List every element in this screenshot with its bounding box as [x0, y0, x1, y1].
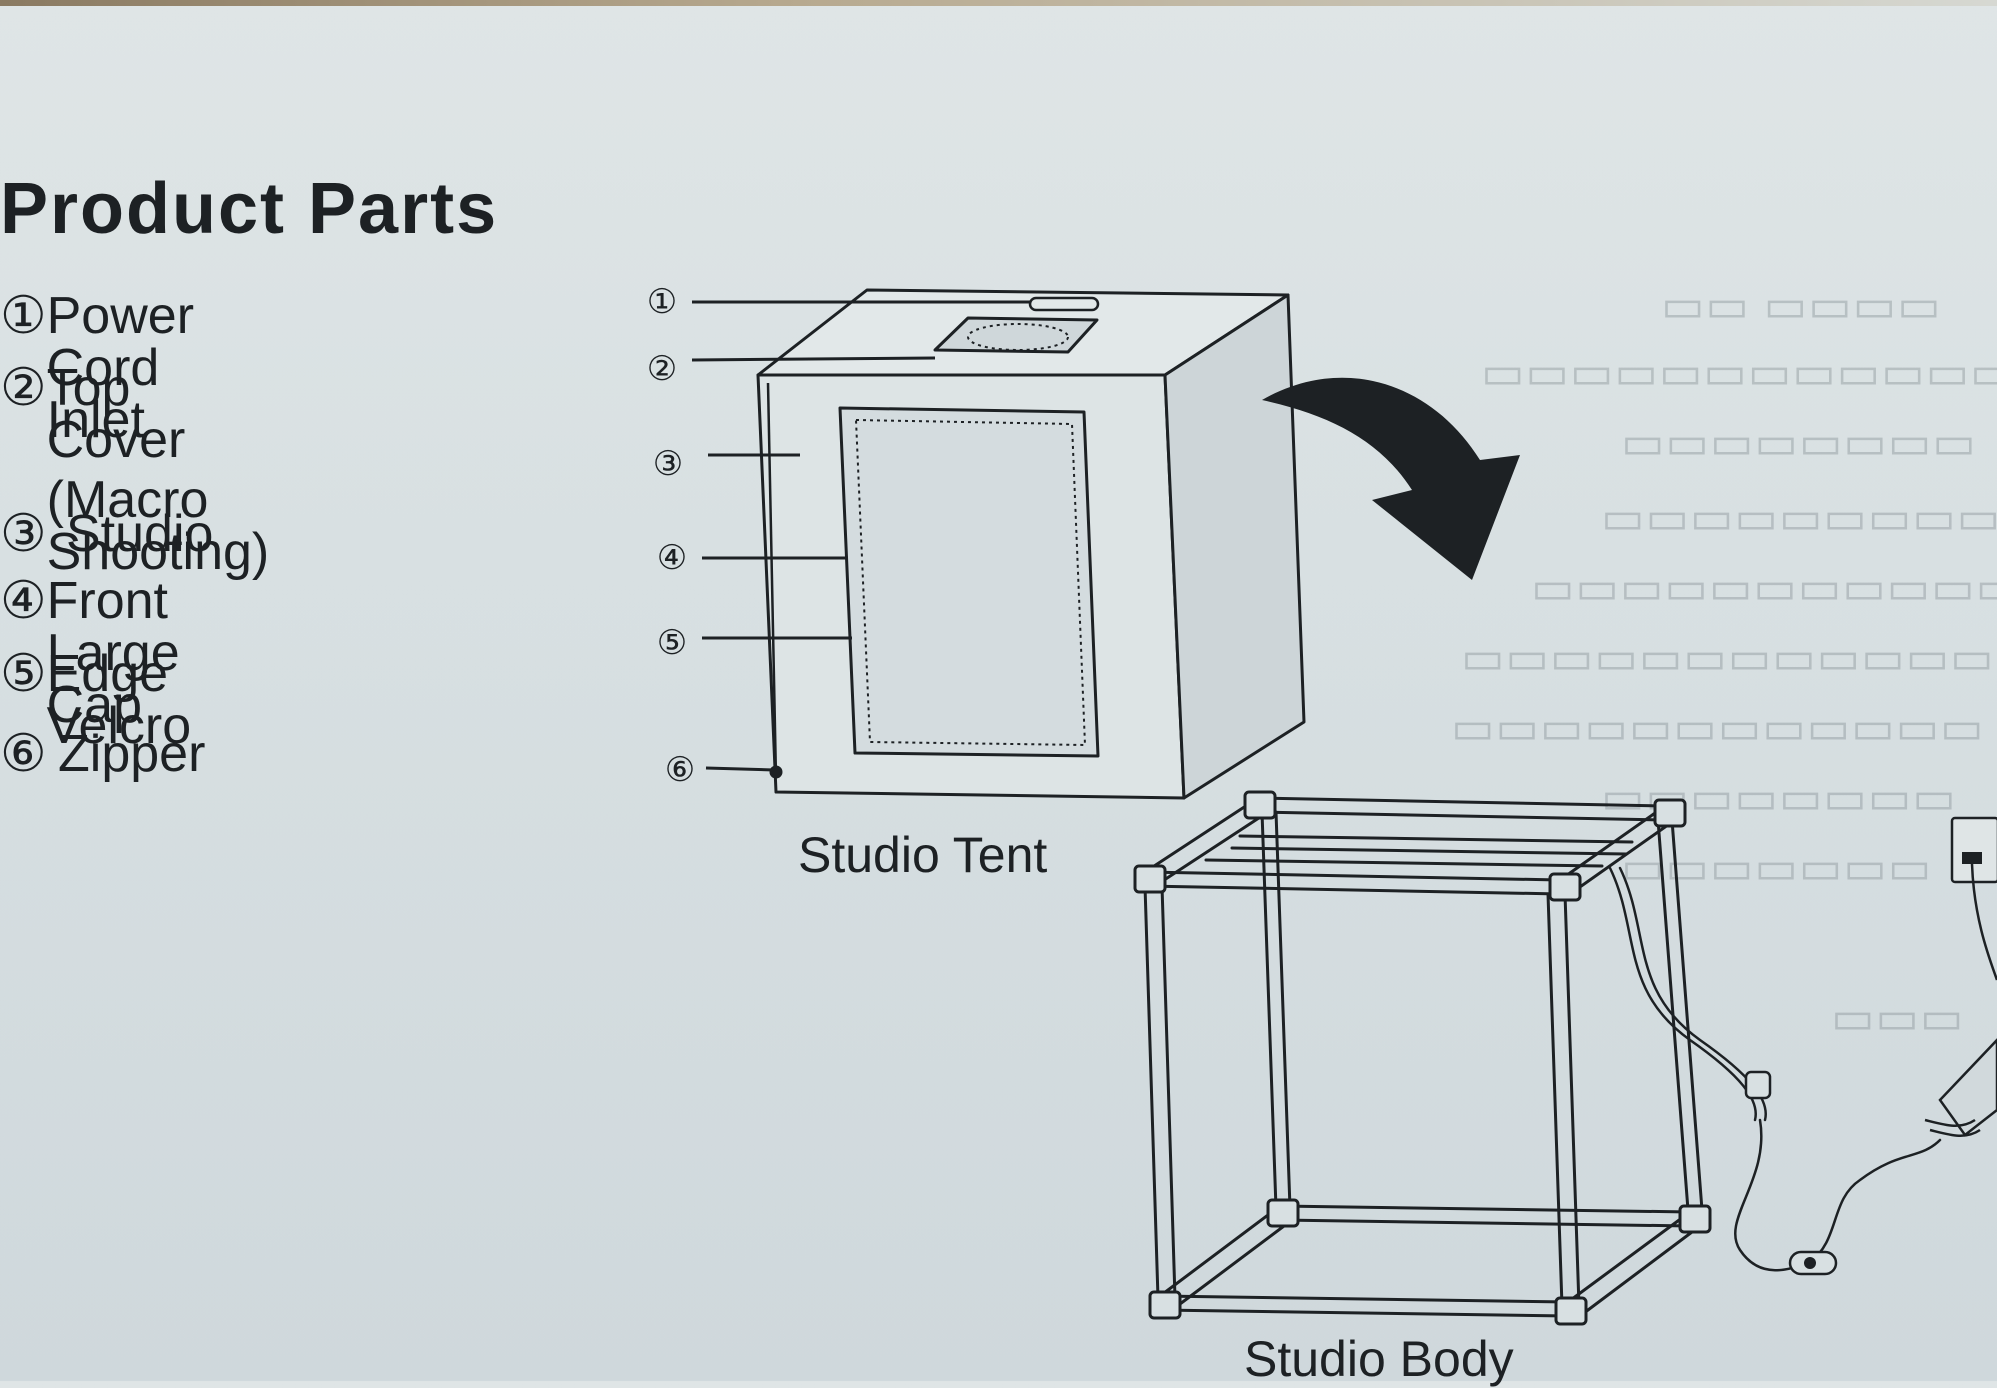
part-label-line2: (Macro Shooting) — [46, 471, 270, 581]
callout-markers: ① ② ③ ④ ⑤ ⑥ — [647, 282, 695, 790]
callout-4: ④ — [657, 538, 687, 578]
part-label: Top Cover (Macro Shooting) — [47, 362, 281, 578]
callout-2: ② — [647, 349, 677, 389]
part-number: ① — [0, 287, 47, 345]
callout-leaders — [691, 300, 1030, 772]
list-item: ② Top Cover (Macro Shooting) — [0, 362, 281, 578]
list-item: ④ Front Large Cap — [0, 575, 191, 731]
studio-tent-drawing — [756, 288, 1306, 800]
part-label: Front Large Cap — [46, 572, 180, 734]
part-number: ⑥ — [0, 725, 47, 783]
list-item: ⑤ Edge Velcro — [0, 648, 203, 752]
studio-body-drawing — [1133, 790, 1712, 1326]
part-number: ② — [0, 359, 47, 417]
list-item: ⑥ Zipper — [0, 728, 205, 780]
callout-5: ⑤ — [657, 623, 687, 663]
part-label: Edge Velcro — [46, 645, 192, 755]
part-label-line1: Top Cover — [46, 359, 186, 469]
part-number: ④ — [0, 572, 47, 630]
list-item: ③ Studio — [0, 508, 213, 560]
part-label: Studio — [66, 505, 214, 563]
studio-tent-caption: Studio Tent — [798, 827, 1048, 883]
part-label: Zipper — [58, 725, 206, 783]
part-label: Power Cord Inlet — [46, 287, 195, 449]
callout-3: ③ — [653, 444, 683, 484]
page-title: Product Parts — [0, 169, 499, 249]
power-cable — [1608, 866, 1942, 1272]
page-edge — [0, 0, 1997, 6]
dimmer-switch-icon — [1788, 1250, 1838, 1276]
part-number: ③ — [0, 505, 47, 563]
list-item: ① Power Cord Inlet — [0, 290, 205, 446]
callout-6: ⑥ — [665, 750, 695, 790]
power-adapter-icon — [1924, 1038, 1997, 1137]
curved-arrow-icon — [1262, 377, 1520, 580]
callout-1: ① — [647, 282, 677, 322]
part-number: ⑤ — [0, 645, 47, 703]
wall-outlet-icon — [1950, 816, 1997, 981]
cable-clip — [1744, 1070, 1772, 1100]
studio-body-caption: Studio Body — [1244, 1331, 1514, 1387]
